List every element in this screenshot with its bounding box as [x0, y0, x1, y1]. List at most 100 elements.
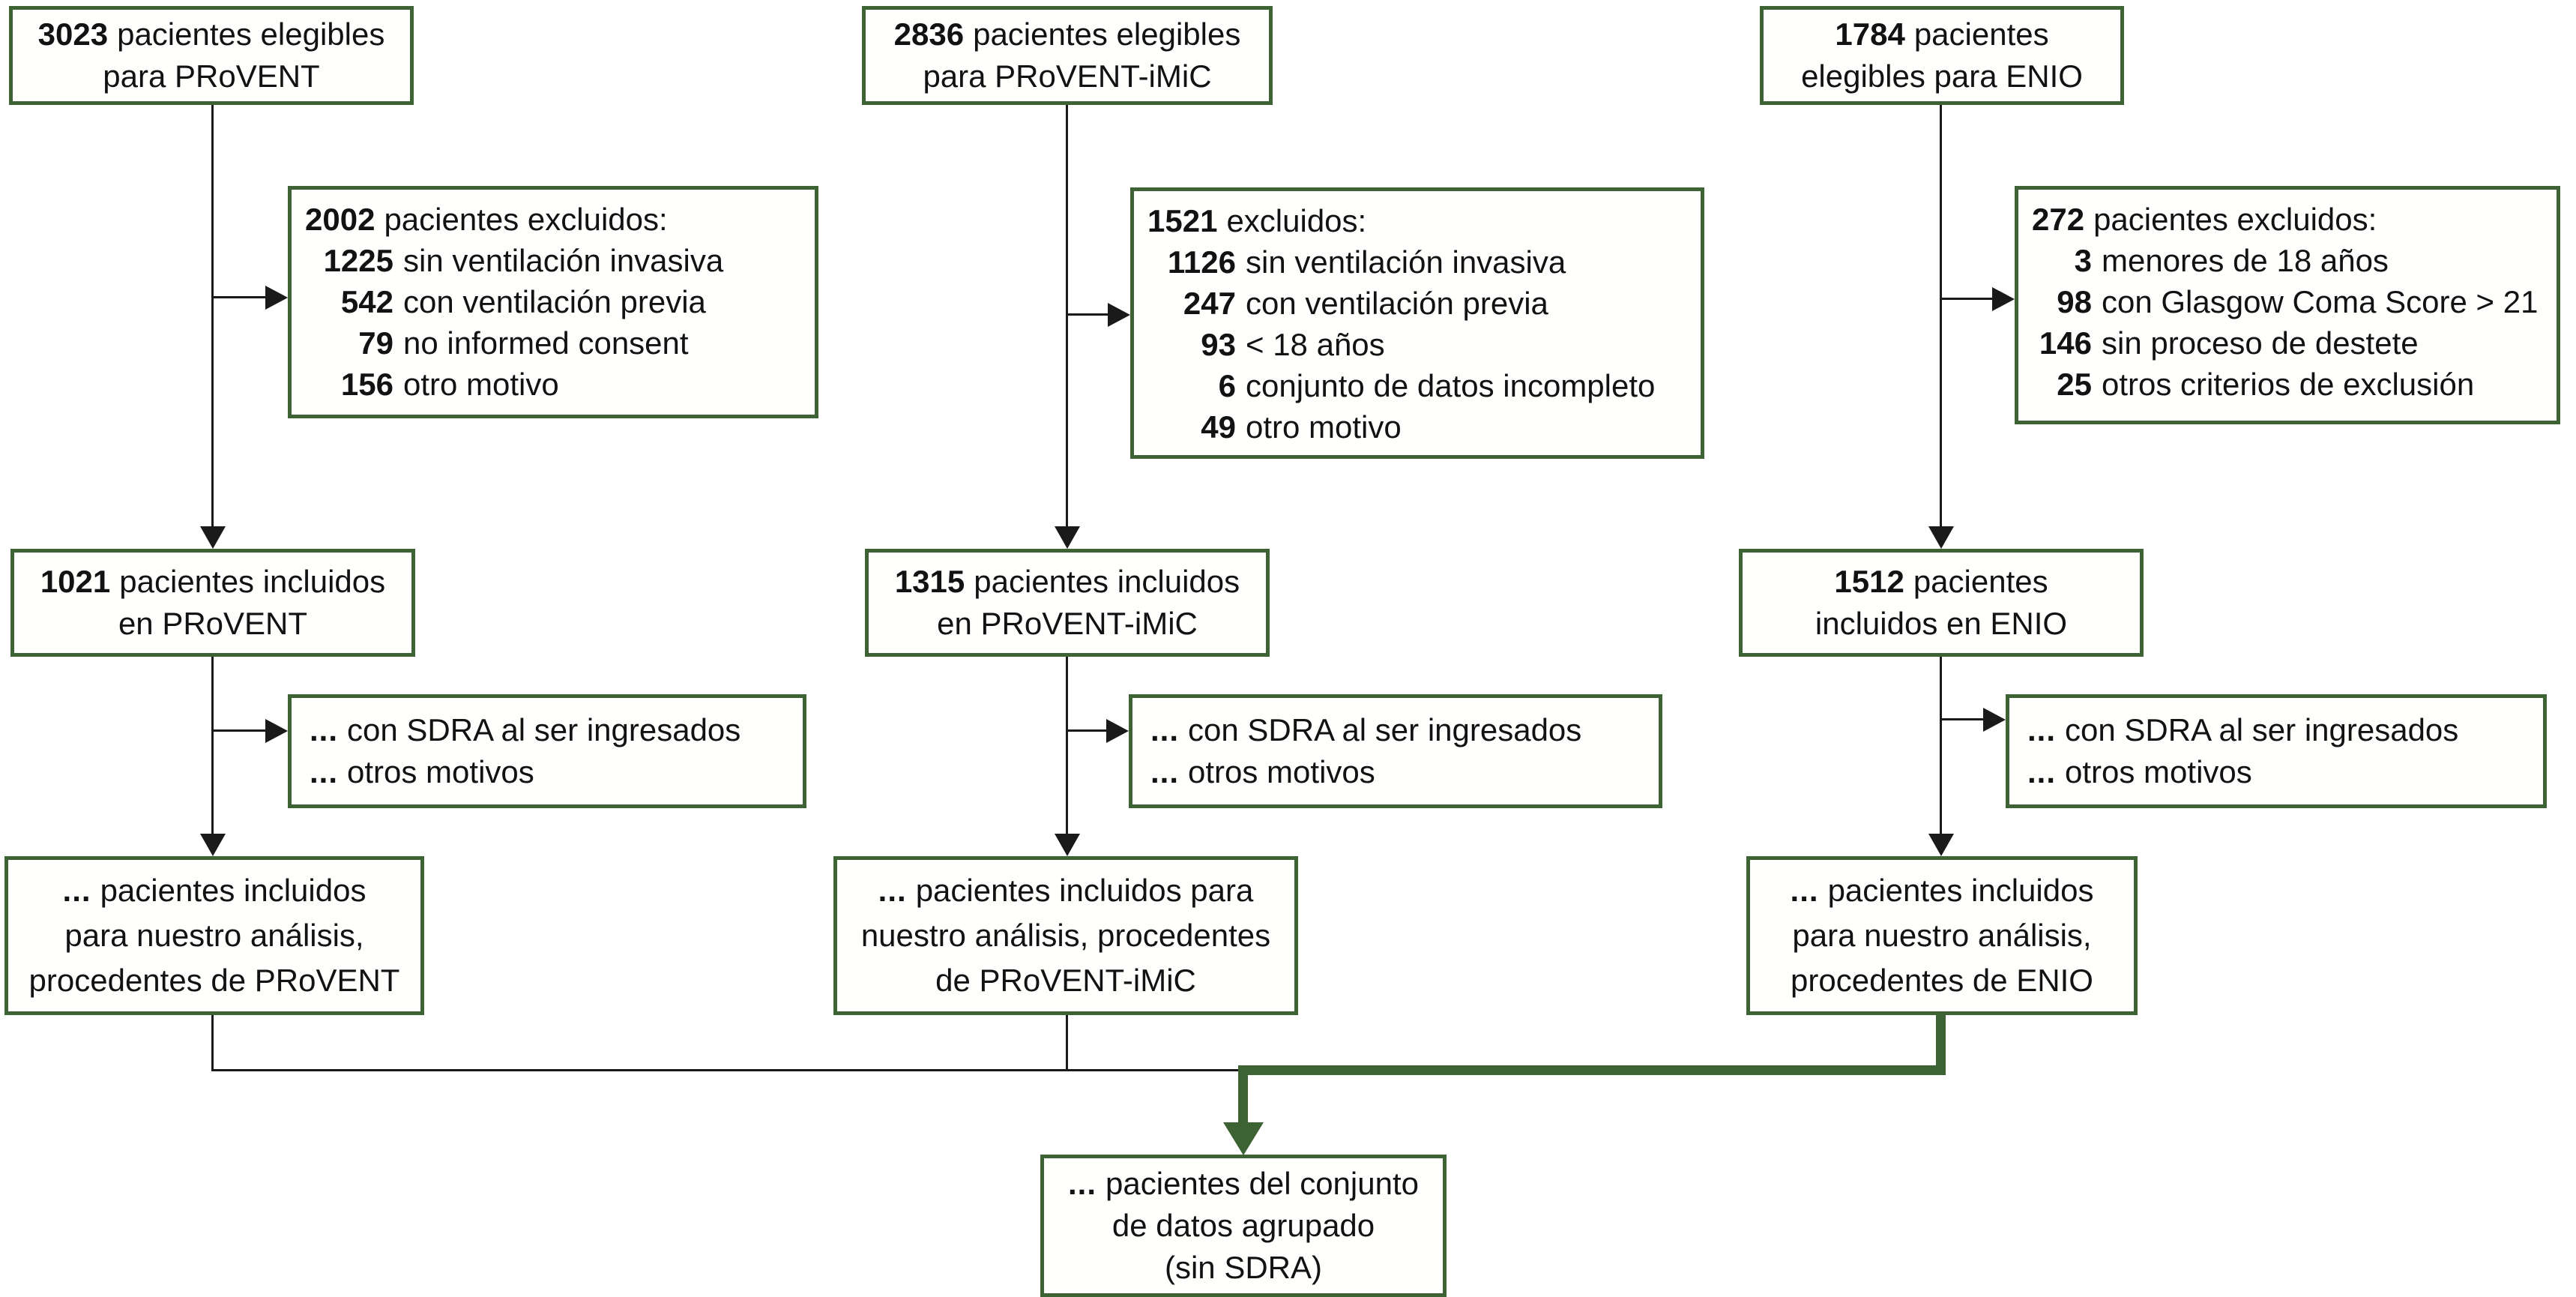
included-line-2: incluidos en ENIO	[1815, 606, 2068, 641]
flow-line-imic-admission-branch	[1067, 729, 1108, 732]
excluded-item: 93< 18 años	[1201, 327, 1385, 362]
flow-line-enio-admission-branch	[1941, 718, 1985, 720]
arrowhead-imic-admission-icon	[1106, 719, 1129, 743]
analysis-line-2: para nuestro análisis,	[1792, 918, 2092, 953]
pooled-line-3: (sin SDRA)	[1164, 1250, 1323, 1285]
flow-line-provent-to-collector	[211, 1015, 214, 1071]
ellipsis-placeholder: ...	[62, 873, 91, 908]
arrowhead-provent-included-icon	[200, 526, 226, 549]
flow-line-provent-excluded-branch	[213, 296, 268, 298]
analysis-line-1: ...pacientes incluidos para	[878, 873, 1254, 908]
arrowhead-imic-included-icon	[1055, 526, 1080, 549]
admission-status-box-imic: ...con SDRA al ser ingresados ...otros m…	[1129, 694, 1662, 808]
arrowhead-enio-admission-icon	[1983, 708, 2006, 732]
arrowhead-enio-excluded-icon	[1992, 287, 2015, 311]
included-line-2: en PRoVENT	[118, 606, 308, 641]
admission-line: ...otros motivos	[2027, 754, 2252, 789]
arrowhead-enio-analysis-icon	[1928, 834, 1954, 856]
admission-line: ...con SDRA al ser ingresados	[1150, 712, 1582, 747]
ellipsis-placeholder: ...	[310, 754, 339, 789]
flow-line-provent-admission-branch	[213, 729, 267, 732]
analysis-line-1: ...pacientes incluidos	[62, 873, 367, 908]
pooled-line-2: de datos agrupado	[1111, 1208, 1375, 1243]
included-count: 1512	[1834, 564, 1904, 599]
arrowhead-imic-analysis-icon	[1055, 834, 1080, 856]
eligible-count: 3023	[37, 16, 109, 52]
analysis-line-3: procedentes de ENIO	[1791, 963, 2093, 998]
excluded-header-text: excluidos:	[1226, 203, 1367, 238]
flow-line-imic-excluded-branch	[1067, 313, 1110, 316]
eligible-line-2: para PRoVENT	[103, 58, 320, 94]
arrowhead-pooled-down-icon	[1223, 1122, 1264, 1155]
admission-line: ...otros motivos	[1150, 754, 1375, 789]
flow-line-imic-to-collector	[1066, 1015, 1068, 1071]
emphasis-line-enio-down	[1936, 1015, 1946, 1075]
included-line-2: en PRoVENT-iMiC	[937, 606, 1198, 641]
admission-status-box-enio: ...con SDRA al ser ingresados ...otros m…	[2006, 694, 2547, 808]
arrowhead-provent-excluded-icon	[265, 286, 288, 310]
pooled-dataset-box: ...pacientes del conjunto de datos agrup…	[1040, 1155, 1447, 1297]
excluded-header-text: pacientes excluidos:	[384, 202, 668, 237]
included-line-1: 1512 pacientes	[1743, 561, 2140, 603]
emphasis-line-horizontal	[1238, 1065, 1946, 1075]
flow-line-imic-included-to-analysis	[1066, 657, 1068, 835]
analysis-line-3: procedentes de PRoVENT	[28, 963, 400, 998]
admission-line: ...con SDRA al ser ingresados	[2027, 712, 2459, 747]
eligible-line-2: para PRoVENT-iMiC	[923, 58, 1212, 94]
excluded-count: 1521	[1147, 203, 1218, 238]
analysis-line-2: para nuestro análisis,	[64, 918, 364, 953]
flow-line-provent-eligible-to-included	[211, 105, 214, 528]
analysis-box-provent: ...pacientes incluidos para nuestro anál…	[4, 856, 424, 1015]
analysis-line-1: ...pacientes incluidos	[1790, 873, 2094, 908]
eligible-text: pacientes elegibles	[973, 16, 1241, 52]
analysis-box-imic: ...pacientes incluidos para nuestro anál…	[833, 856, 1298, 1015]
ellipsis-placeholder: ...	[310, 712, 339, 747]
admission-status-box-provent: ...con SDRA al ser ingresados ...otros m…	[288, 694, 806, 808]
eligible-count: 1784	[1835, 16, 1905, 52]
arrowhead-imic-excluded-icon	[1108, 303, 1130, 327]
analysis-line-2: nuestro análisis, procedentes	[860, 918, 1271, 953]
flow-line-enio-excluded-branch	[1941, 298, 1994, 300]
admission-line: ...otros motivos	[310, 754, 534, 789]
included-text: pacientes	[1913, 564, 2048, 599]
flow-line-collector-horizontal	[212, 1069, 1246, 1071]
included-count: 1021	[40, 564, 111, 599]
eligible-line-2: elegibles para ENIO	[1801, 58, 2083, 94]
admission-line: ...con SDRA al ser ingresados	[310, 712, 741, 747]
included-text: pacientes incluidos	[119, 564, 386, 599]
included-box-enio: 1512 pacientes incluidos en ENIO	[1739, 549, 2144, 657]
flow-line-enio-eligible-to-included	[1940, 105, 1942, 528]
eligible-text: pacientes elegibles	[117, 16, 385, 52]
ellipsis-placeholder: ...	[1790, 873, 1819, 908]
excluded-header-text: pacientes excluidos:	[2093, 202, 2377, 237]
ellipsis-placeholder: ...	[2027, 754, 2057, 789]
ellipsis-placeholder: ...	[1068, 1166, 1097, 1201]
ellipsis-placeholder: ...	[878, 873, 907, 908]
emphasis-line-to-pooled	[1238, 1070, 1248, 1126]
eligible-count: 2836	[893, 16, 965, 52]
excluded-count: 272	[2032, 202, 2085, 237]
